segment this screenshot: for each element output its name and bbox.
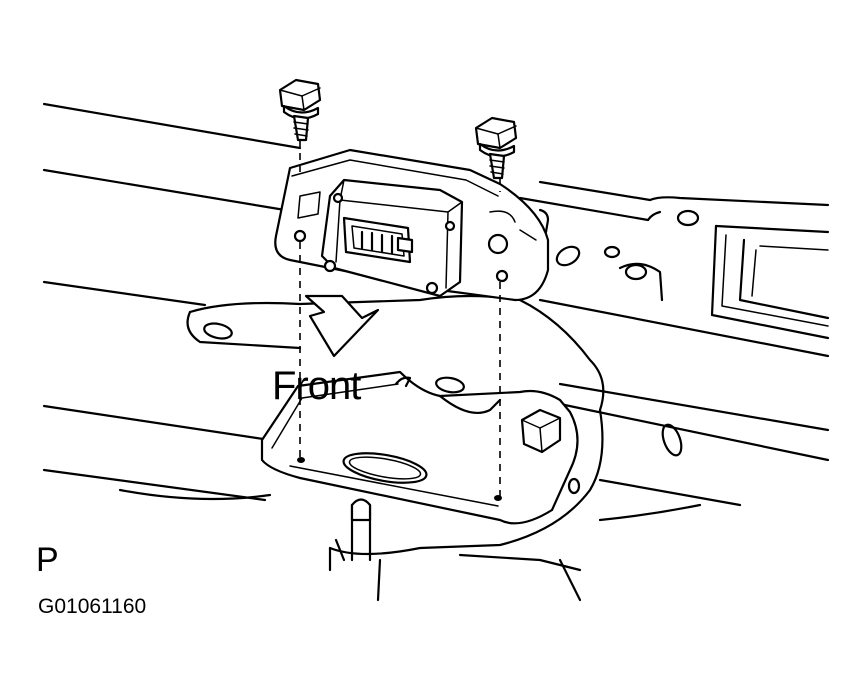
view-letter: P (36, 541, 59, 579)
bolt-left (278, 78, 322, 142)
front-direction-label: Front (272, 364, 361, 408)
alignment-lines (299, 140, 501, 496)
bolt-right (474, 116, 518, 180)
figure-code: G01061160 (38, 595, 147, 618)
front-direction-arrow-icon (304, 294, 380, 358)
airbag-sensor (274, 148, 550, 302)
vehicle-body-panel (42, 102, 830, 602)
mounting-bracket (260, 370, 581, 525)
